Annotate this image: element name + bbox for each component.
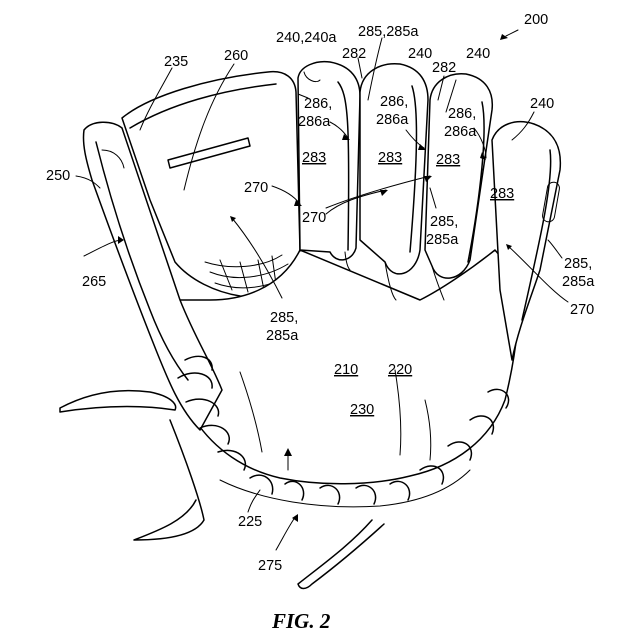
label-283-c: 283: [436, 152, 460, 168]
label-286-a-line1: 286,: [304, 96, 332, 112]
label-220: 220: [388, 362, 412, 378]
arrowhead-200: [500, 34, 508, 40]
label-270-c: 270: [570, 302, 594, 318]
label-286-b-line2: 286a: [376, 112, 409, 128]
glove-drawing: [60, 62, 560, 589]
label-240-b: 240: [466, 46, 490, 62]
label-230: 230: [350, 402, 374, 418]
label-285-mid-line1: 285,: [430, 214, 458, 230]
label-270-b: 270: [302, 210, 326, 226]
label-285-right-line1: 285,: [564, 256, 592, 272]
label-285-right-line2: 285a: [562, 274, 595, 290]
label-282-b: 282: [432, 60, 456, 76]
label-285-285a-top: 285,285a: [358, 24, 419, 40]
label-285-low-line1: 285,: [270, 310, 298, 326]
label-250: 250: [46, 168, 70, 184]
label-285-low-line2: 285a: [266, 328, 299, 344]
label-275: 275: [258, 558, 282, 574]
label-282-a: 282: [342, 46, 366, 62]
label-285-mid-line2: 285a: [426, 232, 459, 248]
label-286-a-line2: 286a: [298, 114, 331, 130]
label-225: 225: [238, 514, 262, 530]
label-240-c: 240: [530, 96, 554, 112]
label-260: 260: [224, 48, 248, 64]
figure-caption: FIG. 2: [271, 609, 331, 633]
label-240-240a: 240,240a: [276, 30, 337, 46]
label-200: 200: [524, 12, 548, 28]
label-283-a: 283: [302, 150, 326, 166]
label-283-b: 283: [378, 150, 402, 166]
label-235: 235: [164, 54, 188, 70]
label-265: 265: [82, 274, 106, 290]
label-286-b-line1: 286,: [380, 94, 408, 110]
label-286-c-line1: 286,: [448, 106, 476, 122]
label-210: 210: [334, 362, 358, 378]
label-286-c-line2: 286a: [444, 124, 477, 140]
label-283-d: 283: [490, 186, 514, 202]
label-240-a: 240: [408, 46, 432, 62]
label-270-a: 270: [244, 180, 268, 196]
